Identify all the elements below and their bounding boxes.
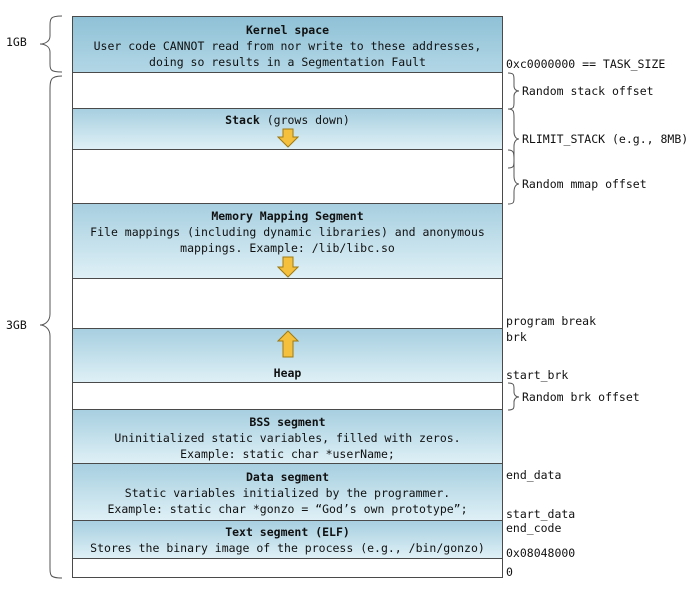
- mmap-down-arrow-icon: [277, 256, 299, 278]
- start-brk-label: start_brk: [506, 368, 569, 382]
- text-segment: Text segment (ELF) Stores the binary ima…: [72, 521, 503, 559]
- user-size-label: 3GB: [6, 318, 27, 332]
- mmap-title: Memory Mapping Segment: [211, 209, 364, 223]
- heap-title: Heap: [273, 366, 302, 380]
- random-brk-gap: [72, 383, 503, 410]
- text-line-1: Stores the binary image of the process (…: [90, 541, 485, 555]
- random-stack-gap: [72, 73, 503, 109]
- brace-kernel-1gb: [39, 15, 63, 73]
- data-segment: Data segment Static variables initialize…: [72, 464, 503, 521]
- unallocated-gap: [72, 279, 503, 329]
- bottom-gap: [72, 559, 503, 578]
- stack-down-arrow-icon: [277, 128, 299, 148]
- kernel-space-title: Kernel space: [245, 23, 330, 37]
- zero-address-label: 0: [506, 565, 513, 579]
- task-size-label: 0xc0000000 == TASK_SIZE: [506, 57, 666, 71]
- brace-user-3gb: [39, 75, 63, 579]
- data-line-2: Example: static char *gonzo = “God’s own…: [107, 502, 468, 516]
- kernel-space-line-1: User code CANNOT read from nor write to …: [93, 39, 482, 53]
- program-break-label: program break: [506, 314, 597, 328]
- data-line-1: Static variables initialized by the prog…: [124, 486, 451, 500]
- random-mmap-gap: [72, 150, 503, 204]
- text-title: Text segment (ELF): [225, 525, 350, 539]
- bss-line-2: Example: static char *userName;: [180, 447, 395, 461]
- brk-label: brk: [506, 330, 527, 344]
- heap-segment: Heap: [72, 329, 503, 383]
- stack-suffix: (grows down): [259, 113, 350, 127]
- brace-random-brk: [507, 382, 520, 411]
- heap-up-arrow-icon: [277, 330, 299, 358]
- random-brk-label: Random brk offset: [522, 390, 640, 404]
- stack-segment: Stack (grows down): [72, 109, 503, 150]
- mmap-line-2: mappings. Example: /lib/libc.so: [180, 241, 395, 255]
- stack-title-line: Stack (grows down): [225, 113, 350, 127]
- brace-random-stack: [507, 72, 520, 110]
- start-data-label: start_data: [506, 507, 576, 521]
- memory-mapping-segment: Memory Mapping Segment File mappings (in…: [72, 204, 503, 279]
- kernel-size-label: 1GB: [6, 35, 27, 49]
- end-data-label: end_data: [506, 468, 562, 482]
- random-mmap-label: Random mmap offset: [522, 177, 647, 191]
- end-code-label: end_code: [506, 521, 562, 535]
- text-start-address-label: 0x08048000: [506, 546, 576, 560]
- data-title: Data segment: [245, 470, 330, 484]
- random-stack-label: Random stack offset: [522, 84, 654, 98]
- rlimit-stack-label: RLIMIT_STACK (e.g., 8MB): [522, 132, 689, 146]
- bss-segment: BSS segment Uninitialized static variabl…: [72, 410, 503, 464]
- kernel-space-line-2: doing so results in a Segmentation Fault: [149, 55, 426, 69]
- stack-title: Stack: [225, 113, 260, 127]
- bss-title: BSS segment: [249, 415, 326, 429]
- mmap-line-1: File mappings (including dynamic librari…: [90, 225, 485, 239]
- kernel-space-segment: Kernel space User code CANNOT read from …: [72, 16, 503, 73]
- brace-random-mmap: [507, 149, 520, 205]
- bss-line-1: Uninitialized static variables, filled w…: [114, 431, 461, 445]
